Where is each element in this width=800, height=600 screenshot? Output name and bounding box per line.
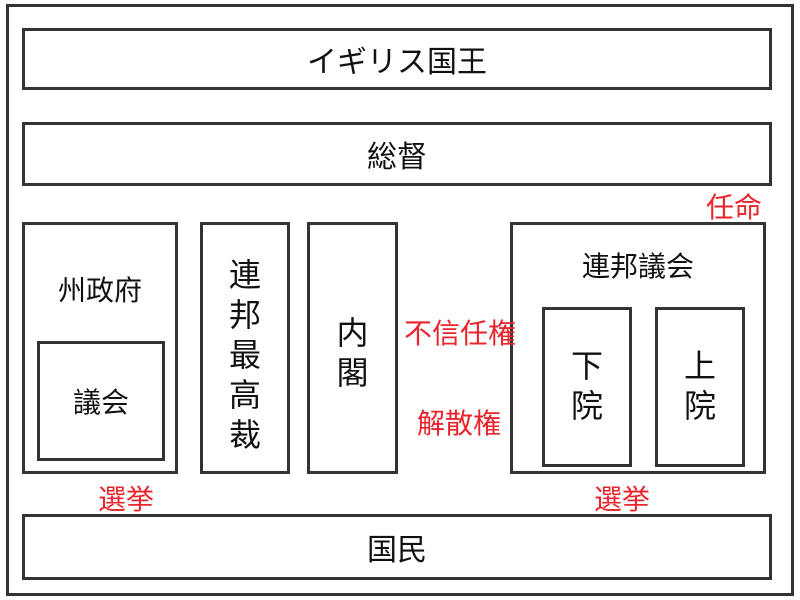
cabinet-label: 内閣 <box>336 314 369 392</box>
state-government-box: 州政府 議会 <box>22 222 178 474</box>
lower-house-box: 下院 <box>542 307 632 467</box>
upper-house-box: 上院 <box>655 307 745 467</box>
election-federal-label: 選挙 <box>594 483 651 516</box>
federal-parliament-box: 連邦議会 下院 上院 <box>510 222 766 474</box>
state-government-label: 州政府 <box>57 274 142 307</box>
people-box: 国民 <box>22 514 772 580</box>
federal-parliament-label: 連邦議会 <box>581 250 694 283</box>
state-parliament-label: 議会 <box>72 386 129 419</box>
lower-house-label: 下院 <box>570 347 603 425</box>
election-state-label: 選挙 <box>98 483 155 516</box>
high-court-box: 連邦最高裁 <box>200 222 290 474</box>
monarch-box: イギリス国王 <box>22 28 772 90</box>
no-confidence-label: 不信任権 <box>404 317 517 350</box>
monarch-label: イギリス国王 <box>307 45 487 80</box>
people-label: 国民 <box>367 533 427 568</box>
appointment-label: 任命 <box>706 191 763 224</box>
governor-general-box: 総督 <box>22 122 772 186</box>
governor-general-label: 総督 <box>367 140 427 175</box>
cabinet-box: 内閣 <box>307 222 398 474</box>
high-court-label: 連邦最高裁 <box>228 256 261 454</box>
dissolution-label: 解散権 <box>417 407 502 440</box>
upper-house-label: 上院 <box>683 347 716 425</box>
state-parliament-box: 議会 <box>37 341 165 461</box>
